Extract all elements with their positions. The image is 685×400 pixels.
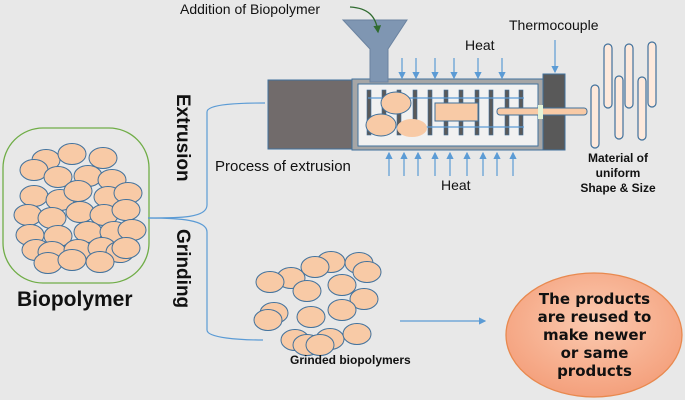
particle <box>117 219 147 241</box>
pellet <box>397 119 427 137</box>
result-text: The products are reused to make newer or… <box>537 290 652 380</box>
grinding-branch-label: Grinding <box>172 229 193 309</box>
particle <box>43 166 73 188</box>
biopolymer-particle-cluster <box>13 143 147 274</box>
particle <box>292 280 322 302</box>
particle <box>327 299 357 321</box>
particle <box>88 147 118 169</box>
grinded-particle-cluster <box>253 251 382 356</box>
rod <box>603 43 613 109</box>
screw-flight <box>427 89 433 136</box>
thermocouple-label: Thermocouple <box>509 17 599 33</box>
uniform-material-label: Material of uniform Shape & Size <box>580 151 656 195</box>
extruder <box>267 6 588 176</box>
rod <box>647 41 657 108</box>
heat-arrows-bottom <box>385 151 517 176</box>
particle <box>33 252 63 274</box>
rod <box>590 84 600 149</box>
particle <box>352 261 382 283</box>
biopolymer-container <box>2 127 150 284</box>
particle <box>63 180 93 202</box>
particle <box>37 207 67 229</box>
pellet <box>380 91 412 115</box>
biopolymer-label: Biopolymer <box>17 288 133 311</box>
particle <box>305 334 335 356</box>
particle <box>57 143 87 165</box>
addition-of-biopolymer-label: Addition of Biopolymer <box>180 1 321 17</box>
particle <box>255 271 285 293</box>
process-of-extrusion-label: Process of extrusion <box>215 158 351 175</box>
melt-block <box>434 102 479 122</box>
particle <box>111 199 141 221</box>
particle <box>327 274 357 296</box>
particle <box>13 204 43 226</box>
branch-connector <box>147 102 266 219</box>
heat-bottom-label: Heat <box>441 177 471 193</box>
screw-flight <box>488 89 494 136</box>
pellet <box>365 113 397 137</box>
particle <box>85 251 115 273</box>
screw-flight <box>366 89 372 136</box>
rod <box>624 43 634 109</box>
feed-arrow <box>349 6 382 34</box>
heat-arrows-top <box>398 58 506 80</box>
particle <box>342 323 372 345</box>
extrusion-branch-label: Extrusion <box>172 94 193 182</box>
rod <box>637 76 647 141</box>
particle <box>300 256 330 278</box>
particle <box>57 249 87 271</box>
particle <box>65 201 95 223</box>
rod <box>614 75 624 140</box>
uniform-rods <box>590 41 657 149</box>
heat-top-label: Heat <box>465 37 495 53</box>
particle <box>296 306 326 328</box>
particle <box>253 309 283 331</box>
grinded-biopolymers-label: Grinded biopolymers <box>290 353 411 367</box>
particle <box>19 185 49 207</box>
particle <box>349 288 379 310</box>
particle <box>111 237 141 259</box>
hopper <box>341 19 408 83</box>
result-ellipse <box>505 272 683 398</box>
extruder-motor-block <box>267 79 355 150</box>
branch-connector-lower <box>147 217 264 341</box>
